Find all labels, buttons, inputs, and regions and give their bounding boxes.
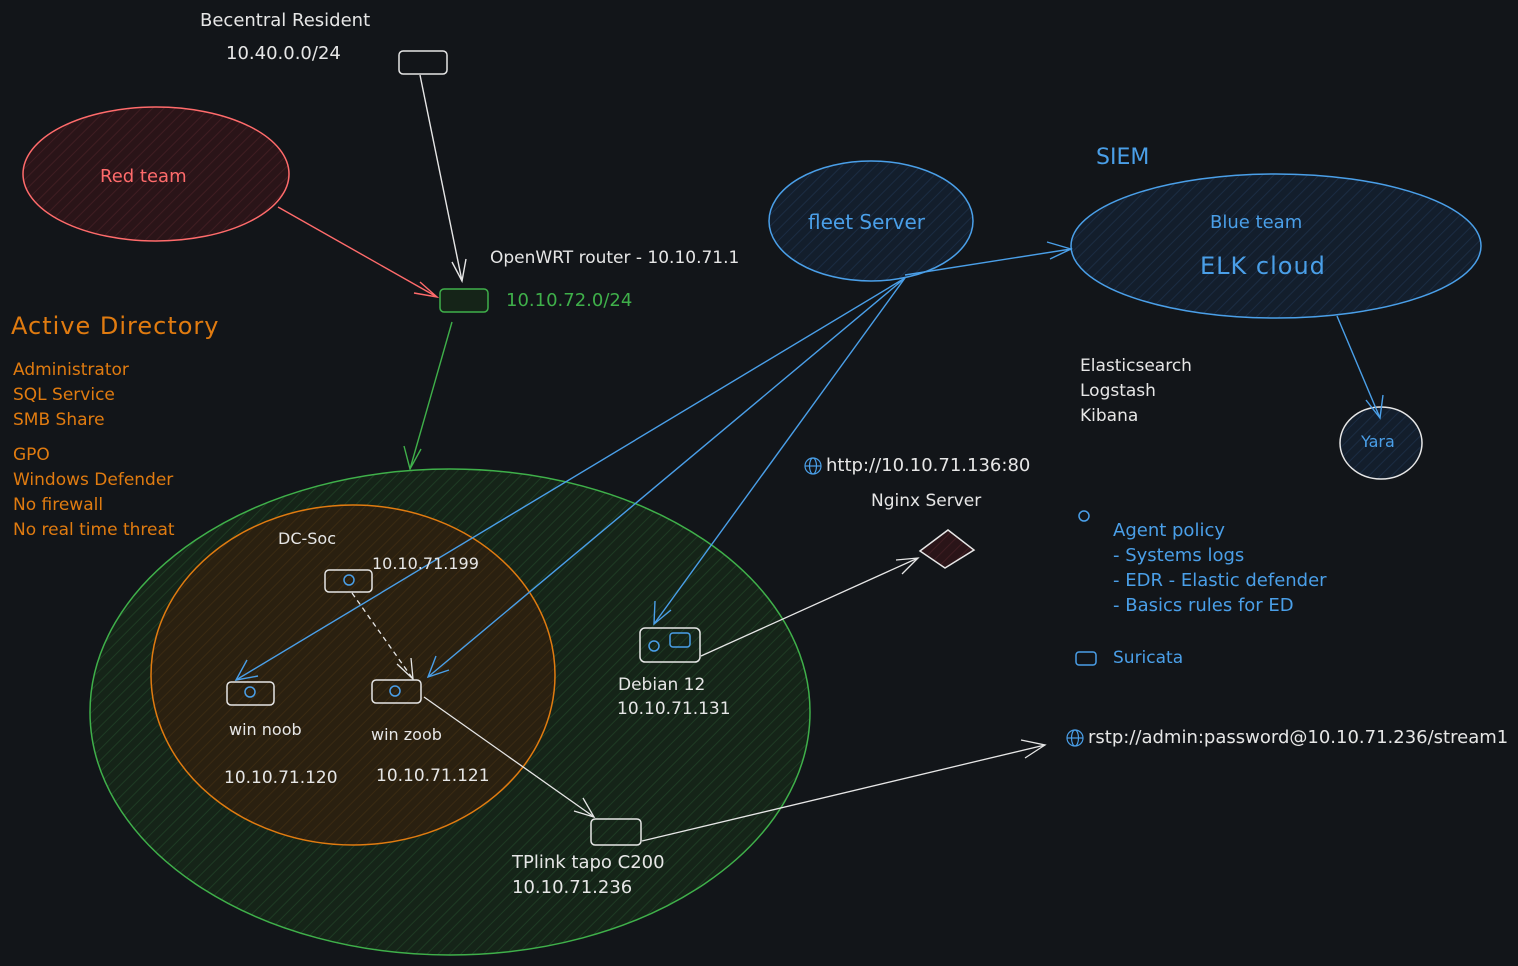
arrow-debian-nginx <box>700 557 920 657</box>
arrow-elk-yara <box>1336 315 1384 420</box>
resident-box[interactable] <box>398 50 448 75</box>
ad-zone <box>150 504 556 846</box>
agent-policy-block: Agent policy - Systems logs - EDR - Elas… <box>1113 518 1327 618</box>
win-noob-icon <box>244 686 256 698</box>
siem-title: SIEM <box>1096 145 1150 170</box>
win-zoob-box[interactable] <box>371 679 422 704</box>
arrow-redteam-router <box>277 206 440 299</box>
dc-name: DC-Soc <box>278 529 337 548</box>
ad-policy: GPO <box>13 445 50 465</box>
dc-ip: 10.10.71.199 <box>372 554 479 573</box>
ad-policy: No firewall <box>13 495 104 515</box>
ad-item: Administrator <box>13 360 129 380</box>
nginx-url[interactable]: http://10.10.71.136:80 <box>826 455 1031 476</box>
agent-policy-item: - EDR - Elastic defender <box>1113 570 1327 591</box>
elk-cloud-label: ELK cloud <box>1200 252 1326 280</box>
debian-box[interactable] <box>639 627 701 663</box>
ad-policy: Windows Defender <box>13 470 174 490</box>
dc-soc-box[interactable] <box>324 569 373 593</box>
nginx-diamond[interactable] <box>918 529 976 569</box>
win-noob-ip: 10.10.71.120 <box>224 768 338 788</box>
blue-team-label: Blue team <box>1210 212 1303 233</box>
stream-url[interactable]: rstp://admin:password@10.10.71.236/strea… <box>1088 727 1509 748</box>
router-label: OpenWRT router - 10.10.71.1 <box>490 248 740 268</box>
debian-ip: 10.10.71.131 <box>617 699 731 719</box>
ad-title: Active Directory <box>11 312 220 340</box>
arrow-resident-router <box>419 74 467 284</box>
globe-icon <box>1066 729 1084 747</box>
ad-policies: GPO Windows Defender No firewall No real… <box>13 443 175 543</box>
debian-icon-rect <box>669 632 691 648</box>
suricata-label: Suricata <box>1113 648 1184 668</box>
win-noob-name: win noob <box>229 720 302 739</box>
arrow-fleet-debian <box>653 277 906 626</box>
arrow-fleet-winzoob <box>426 277 906 679</box>
arrow-router-lan <box>403 321 453 471</box>
arrow-winzoob-tplink <box>423 696 596 819</box>
debian-icon <box>648 640 660 652</box>
arrow-fleet-elk <box>904 241 1073 276</box>
tplink-name: TPlink tapo C200 <box>512 852 665 873</box>
agent-policy-item: - Systems logs <box>1113 545 1245 566</box>
red-team-label: Red team <box>100 166 187 187</box>
arrow-tplink-stream <box>641 739 1047 842</box>
arrow-dc-winzoob <box>351 592 414 681</box>
elk-stack-item: Elasticsearch <box>1080 356 1192 376</box>
resident-subnet: 10.40.0.0/24 <box>226 43 341 64</box>
ad-policy: No real time threat <box>13 520 175 540</box>
debian-name: Debian 12 <box>618 675 706 695</box>
nginx-name: Nginx Server <box>871 491 982 511</box>
elk-stack-item: Logstash <box>1080 381 1156 401</box>
tplink-ip: 10.10.71.236 <box>512 877 633 898</box>
win-zoob-name: win zoob <box>371 725 442 744</box>
globe-icon <box>804 457 822 475</box>
ad-items: Administrator SQL Service SMB Share <box>13 358 129 433</box>
dc-soc-icon <box>343 574 355 586</box>
elk-stack-item: Kibana <box>1080 406 1139 426</box>
win-zoob-icon <box>389 685 401 697</box>
suricata-marker-icon <box>1075 651 1097 666</box>
ad-item: SQL Service <box>13 385 115 405</box>
fleet-server-node[interactable] <box>768 160 974 282</box>
ad-item: SMB Share <box>13 410 105 430</box>
agent-policy-marker-icon <box>1078 510 1090 522</box>
win-zoob-ip: 10.10.71.121 <box>376 766 490 786</box>
router-box[interactable] <box>439 288 489 313</box>
elk-stack-list: Elasticsearch Logstash Kibana <box>1080 354 1192 429</box>
agent-policy-title: Agent policy <box>1113 520 1225 541</box>
router-subnet: 10.10.72.0/24 <box>506 290 633 311</box>
red-team-node[interactable] <box>22 106 290 242</box>
fleet-label: fleet Server <box>808 210 925 234</box>
tplink-box[interactable] <box>590 818 642 846</box>
agent-policy-item: - Basics rules for ED <box>1113 595 1294 616</box>
elk-cloud-node[interactable] <box>1070 173 1482 319</box>
yara-label: Yara <box>1361 432 1395 451</box>
resident-title: Becentral Resident <box>200 10 371 31</box>
win-noob-box[interactable] <box>226 681 275 706</box>
arrow-fleet-winnoob <box>234 277 906 681</box>
